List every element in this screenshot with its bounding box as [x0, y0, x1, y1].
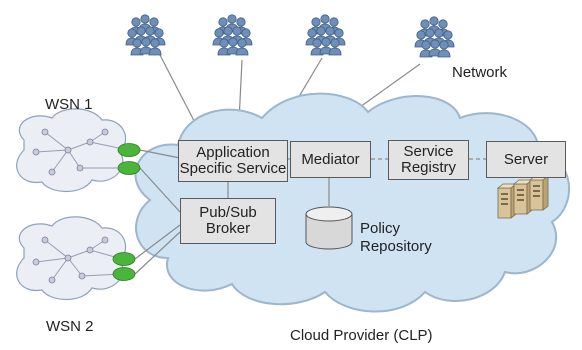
- gateway-links: [134, 149, 181, 275]
- policy-label-line1: Policy: [360, 220, 401, 237]
- server-box: Server: [486, 141, 566, 178]
- mediator-box: Mediator: [290, 141, 371, 178]
- user-group-icon: [306, 15, 345, 55]
- application-specific-service-box: Application Specific Service: [178, 140, 288, 182]
- user-group-icon: [213, 15, 252, 55]
- mediator-label: Mediator: [301, 150, 360, 168]
- gateway-node-icon: [112, 252, 136, 266]
- gateway-node-icon: [117, 143, 141, 157]
- wsn2-label: WSN 2: [46, 318, 94, 335]
- pub-sub-broker-box: Pub/Sub Broker: [180, 198, 276, 244]
- policy-repository-label: Policy Repository: [360, 220, 432, 256]
- app-service-line2: Specific Service: [179, 160, 287, 177]
- gateway-node-icon: [112, 267, 136, 281]
- gateway-node-icon: [117, 161, 141, 175]
- wsn1-label: WSN 1: [45, 96, 93, 113]
- cloud-provider-label: Cloud Provider (CLP): [290, 327, 433, 344]
- user-group-icon: [415, 17, 454, 57]
- app-service-line1: Application: [196, 144, 270, 161]
- pubsub-line1: Pub/Sub: [199, 204, 257, 221]
- sensor-network-icon: [16, 216, 126, 300]
- internal-links: [227, 158, 330, 206]
- pubsub-line2: Broker: [205, 220, 251, 237]
- network-label: Network: [452, 64, 508, 81]
- registry-line2: Registry: [400, 159, 456, 176]
- user-group-icon: [126, 15, 165, 55]
- registry-line1: Service: [403, 143, 454, 160]
- policy-label-line2: Repository: [360, 238, 432, 255]
- sensor-network-icon: [16, 108, 129, 192]
- server-label: Server: [503, 150, 549, 168]
- database-icon: [305, 206, 353, 250]
- service-registry-box: Service Registry: [388, 140, 469, 180]
